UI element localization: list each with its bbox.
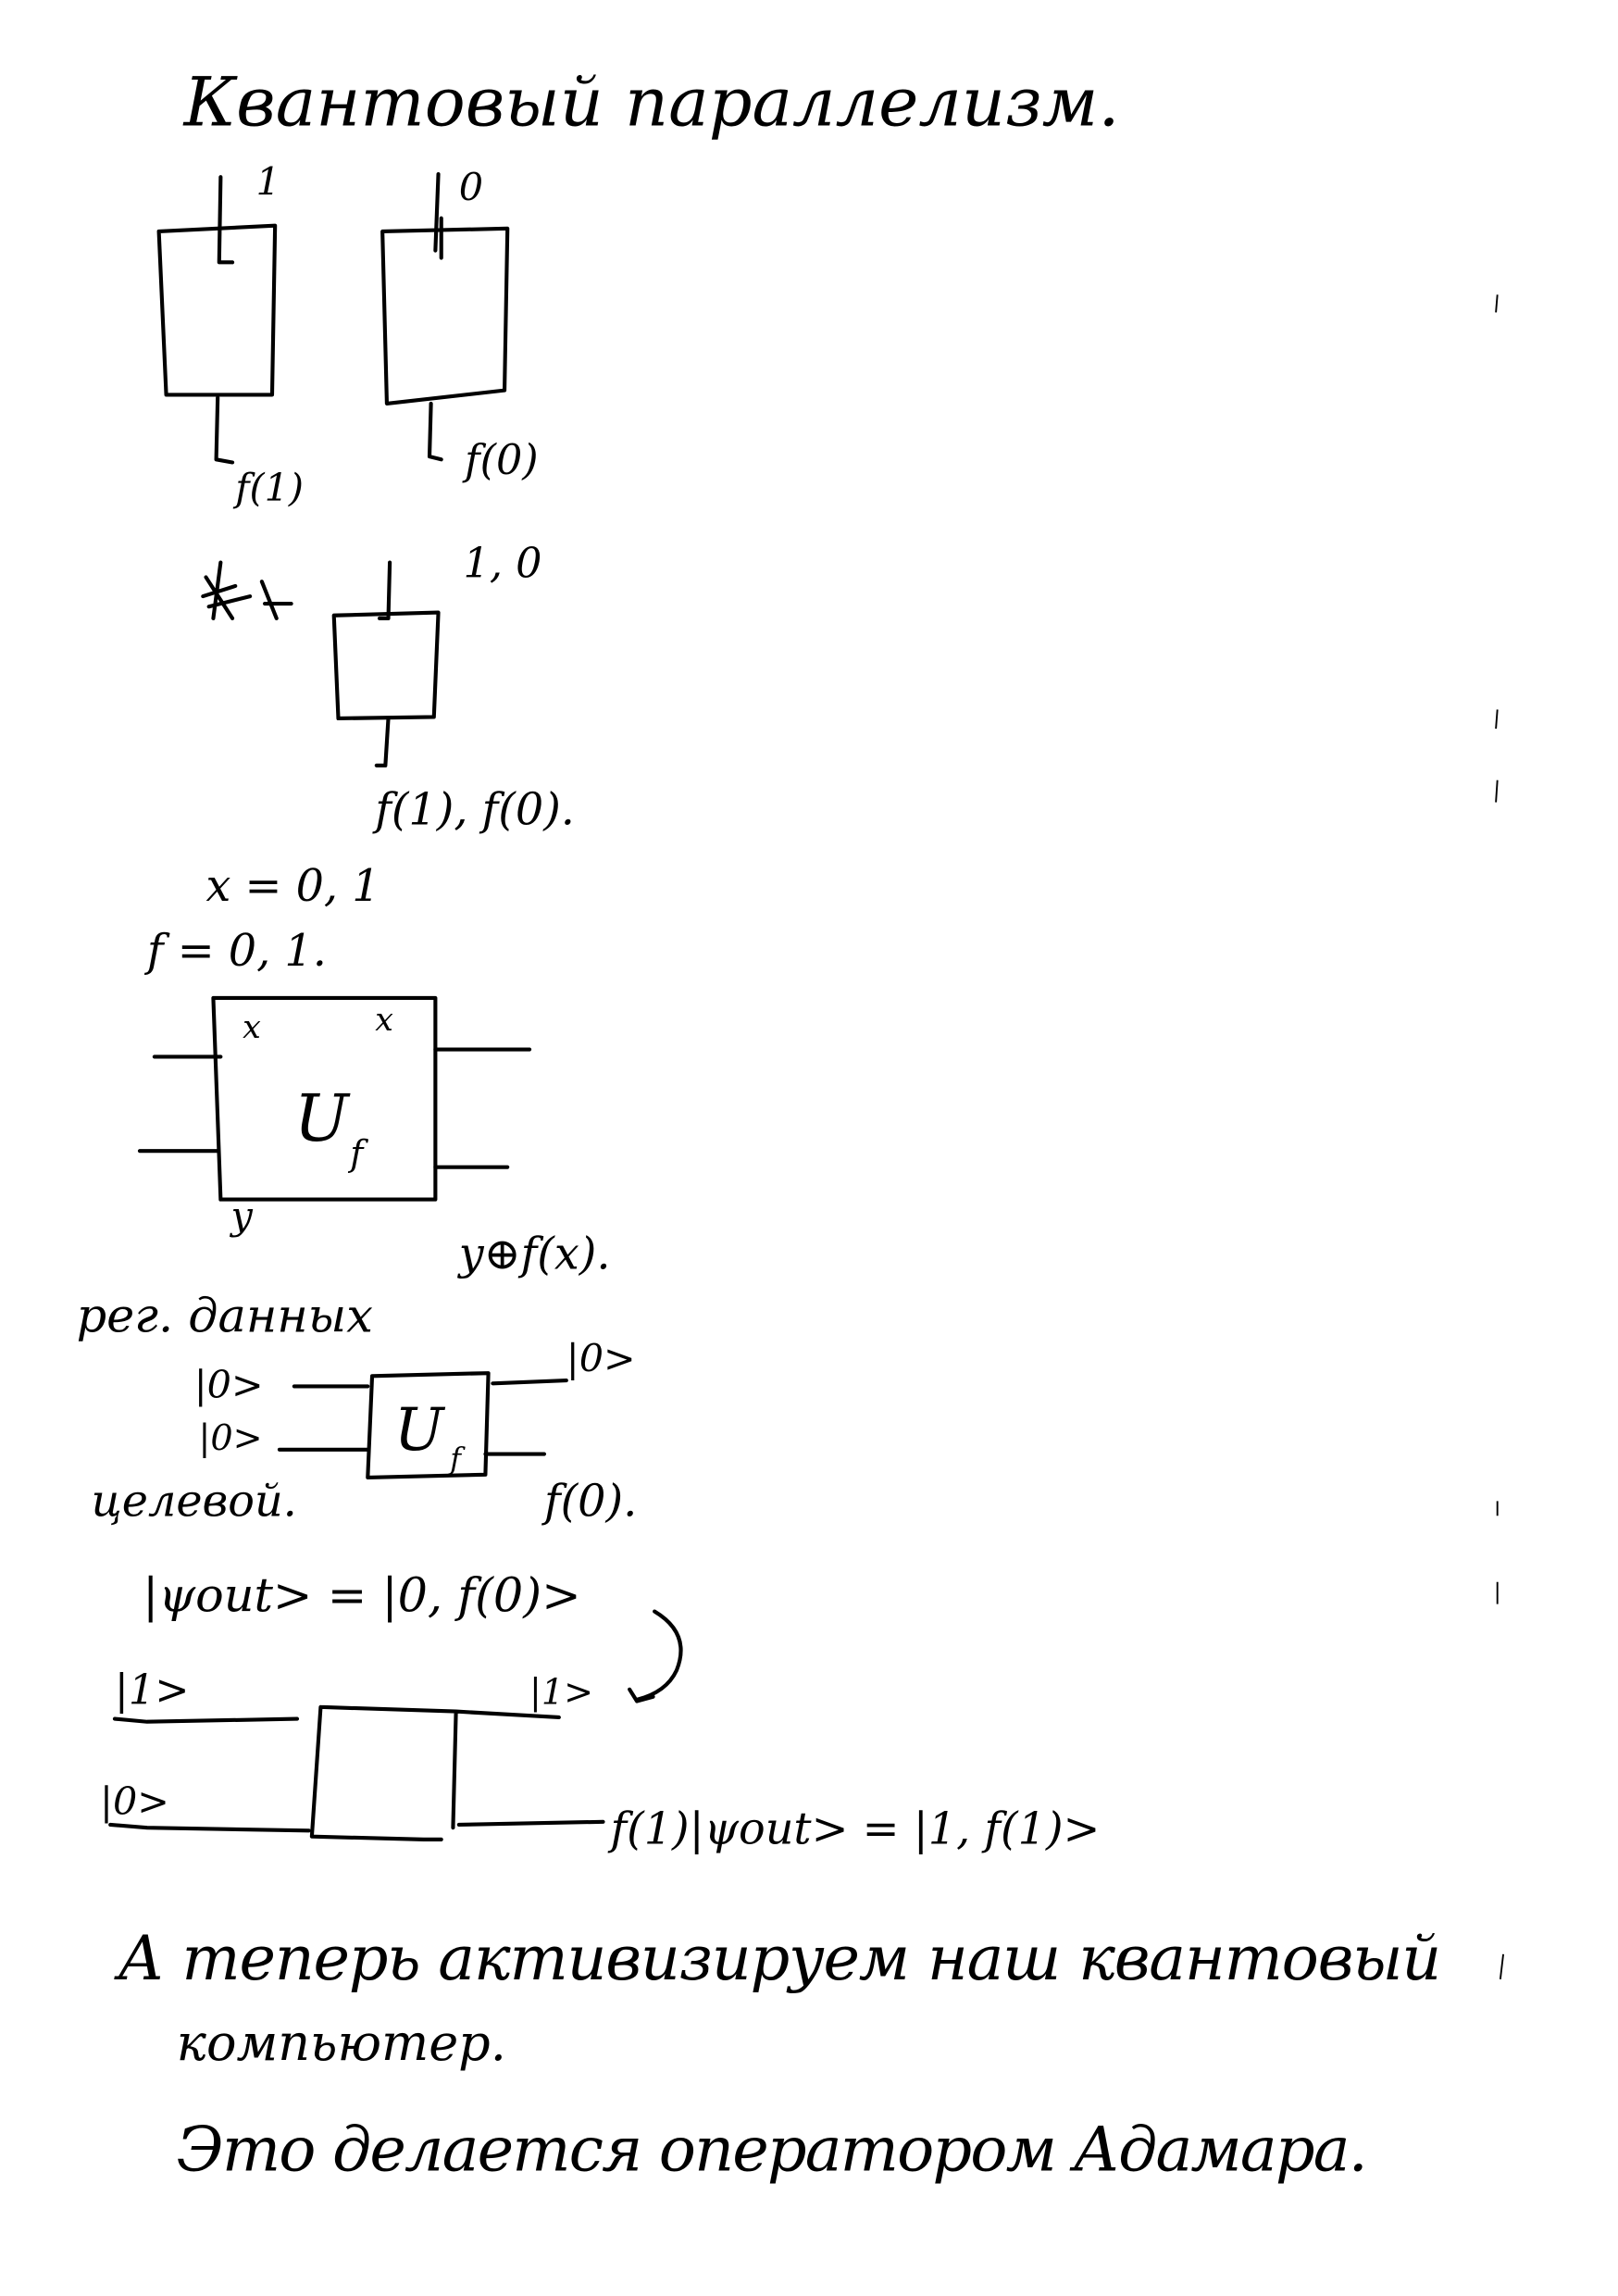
- f-domain: f = 0, 1.: [144, 926, 327, 977]
- uf-subscript: f: [347, 1133, 368, 1174]
- psi-out-0: |ψout> = |0, f(0)>: [143, 1568, 581, 1623]
- uf-gate: U f x x y y⊕f(x).: [137, 995, 611, 1279]
- register-in-bottom: |0>: [199, 1417, 263, 1458]
- uf-small-sub: f: [448, 1442, 466, 1476]
- data-register-label: рег. данных: [77, 1289, 373, 1343]
- uf-small-label: U: [394, 1395, 446, 1464]
- paragraph-2: Это делается оператором Адамара.: [177, 2113, 1368, 2185]
- paragraph-1-line-1: А теперь активизируем наш квантовый: [114, 1922, 1441, 1994]
- paragraph-1-line-2: компьютер.: [177, 2014, 506, 2072]
- register-out-top: |0>: [566, 1337, 636, 1381]
- circuit-in-top: |1>: [115, 1667, 190, 1715]
- box-combined-input: 1, 0: [464, 540, 542, 587]
- circuit-out-top: |1>: [529, 1672, 593, 1713]
- uf-output: y⊕f(x).: [457, 1229, 611, 1279]
- page-title: Квантовый параллелизм.: [182, 64, 1120, 143]
- uf-label: U: [294, 1081, 351, 1156]
- circuit-in-bottom: |0>: [100, 1779, 169, 1824]
- margin-marks: [1495, 294, 1504, 1979]
- uf-out-x: x: [375, 1002, 393, 1039]
- box-f0: 0 f(0): [380, 166, 539, 484]
- register-out-bottom: f(0).: [541, 1476, 637, 1527]
- uf-in-x: x: [243, 1009, 261, 1046]
- crossed-out-scribble: [201, 560, 293, 620]
- box-combined-output: f(1), f(0).: [372, 784, 575, 835]
- box-f0-input: 0: [459, 166, 483, 210]
- box-f1-output: f(1): [232, 466, 304, 510]
- box-combined: 1, 0 f(1), f(0).: [331, 540, 575, 835]
- box-f1-input: 1: [256, 159, 280, 204]
- circuit-1-0: |1> |0> |1> f(1)|ψout> = |1, f(1)>: [100, 1667, 1100, 1855]
- arrow-curve: [628, 1609, 683, 1703]
- uf-in-y: y: [229, 1193, 253, 1238]
- box-f0-output: f(0): [462, 437, 538, 484]
- register-in-top: |0>: [194, 1363, 264, 1407]
- box-f1: 1 f(1): [156, 159, 304, 510]
- register-circuit: рег. данных U f |0> |0> целевой. |0> f(0…: [77, 1289, 638, 1528]
- target-register-label: целевой.: [92, 1476, 297, 1527]
- circuit-out-bottom: f(1)|ψout> = |1, f(1)>: [607, 1804, 1100, 1855]
- x-domain: x = 0, 1: [205, 861, 380, 912]
